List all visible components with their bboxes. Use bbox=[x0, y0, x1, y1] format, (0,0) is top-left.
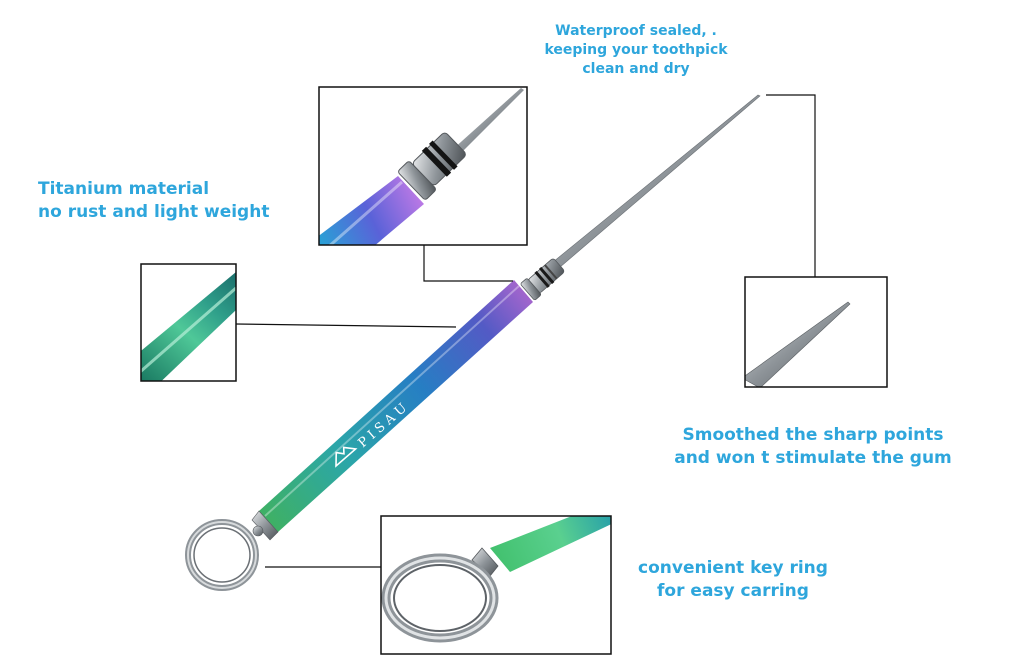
tip-callout bbox=[744, 276, 888, 388]
brand-logo: PISAU bbox=[335, 398, 413, 468]
seal-cap bbox=[520, 258, 565, 301]
caption-line: Titanium material bbox=[38, 179, 210, 199]
body-callout bbox=[140, 263, 237, 382]
caption-line: keeping your toothpick bbox=[544, 41, 728, 58]
titanium-caption: Titanium material no rust and light weig… bbox=[38, 178, 269, 224]
needle bbox=[552, 94, 761, 269]
key-ring bbox=[185, 519, 259, 591]
caption-line: Smoothed the sharp points bbox=[682, 425, 944, 445]
tip-connector bbox=[766, 94, 816, 277]
ring-callout bbox=[380, 515, 612, 655]
caption-line: for easy carring bbox=[657, 580, 809, 601]
caption-line: convenient key ring bbox=[638, 558, 828, 578]
caption-line: no rust and light weight bbox=[38, 201, 270, 222]
seal-connector bbox=[423, 245, 513, 282]
body-connector bbox=[235, 323, 457, 328]
smooth-tip-caption: Smoothed the sharp points and won t stim… bbox=[668, 424, 958, 470]
caption-line: clean and dry bbox=[582, 60, 690, 77]
keyring-caption: convenient key ring for easy carring bbox=[628, 557, 838, 603]
seal-callout bbox=[318, 86, 528, 246]
caption-line: and won t stimulate the gum bbox=[674, 447, 952, 468]
waterproof-caption: Waterproof sealed, . keeping your toothp… bbox=[536, 22, 736, 79]
connector-lines bbox=[235, 94, 816, 568]
caption-line: Waterproof sealed, . bbox=[555, 23, 717, 39]
